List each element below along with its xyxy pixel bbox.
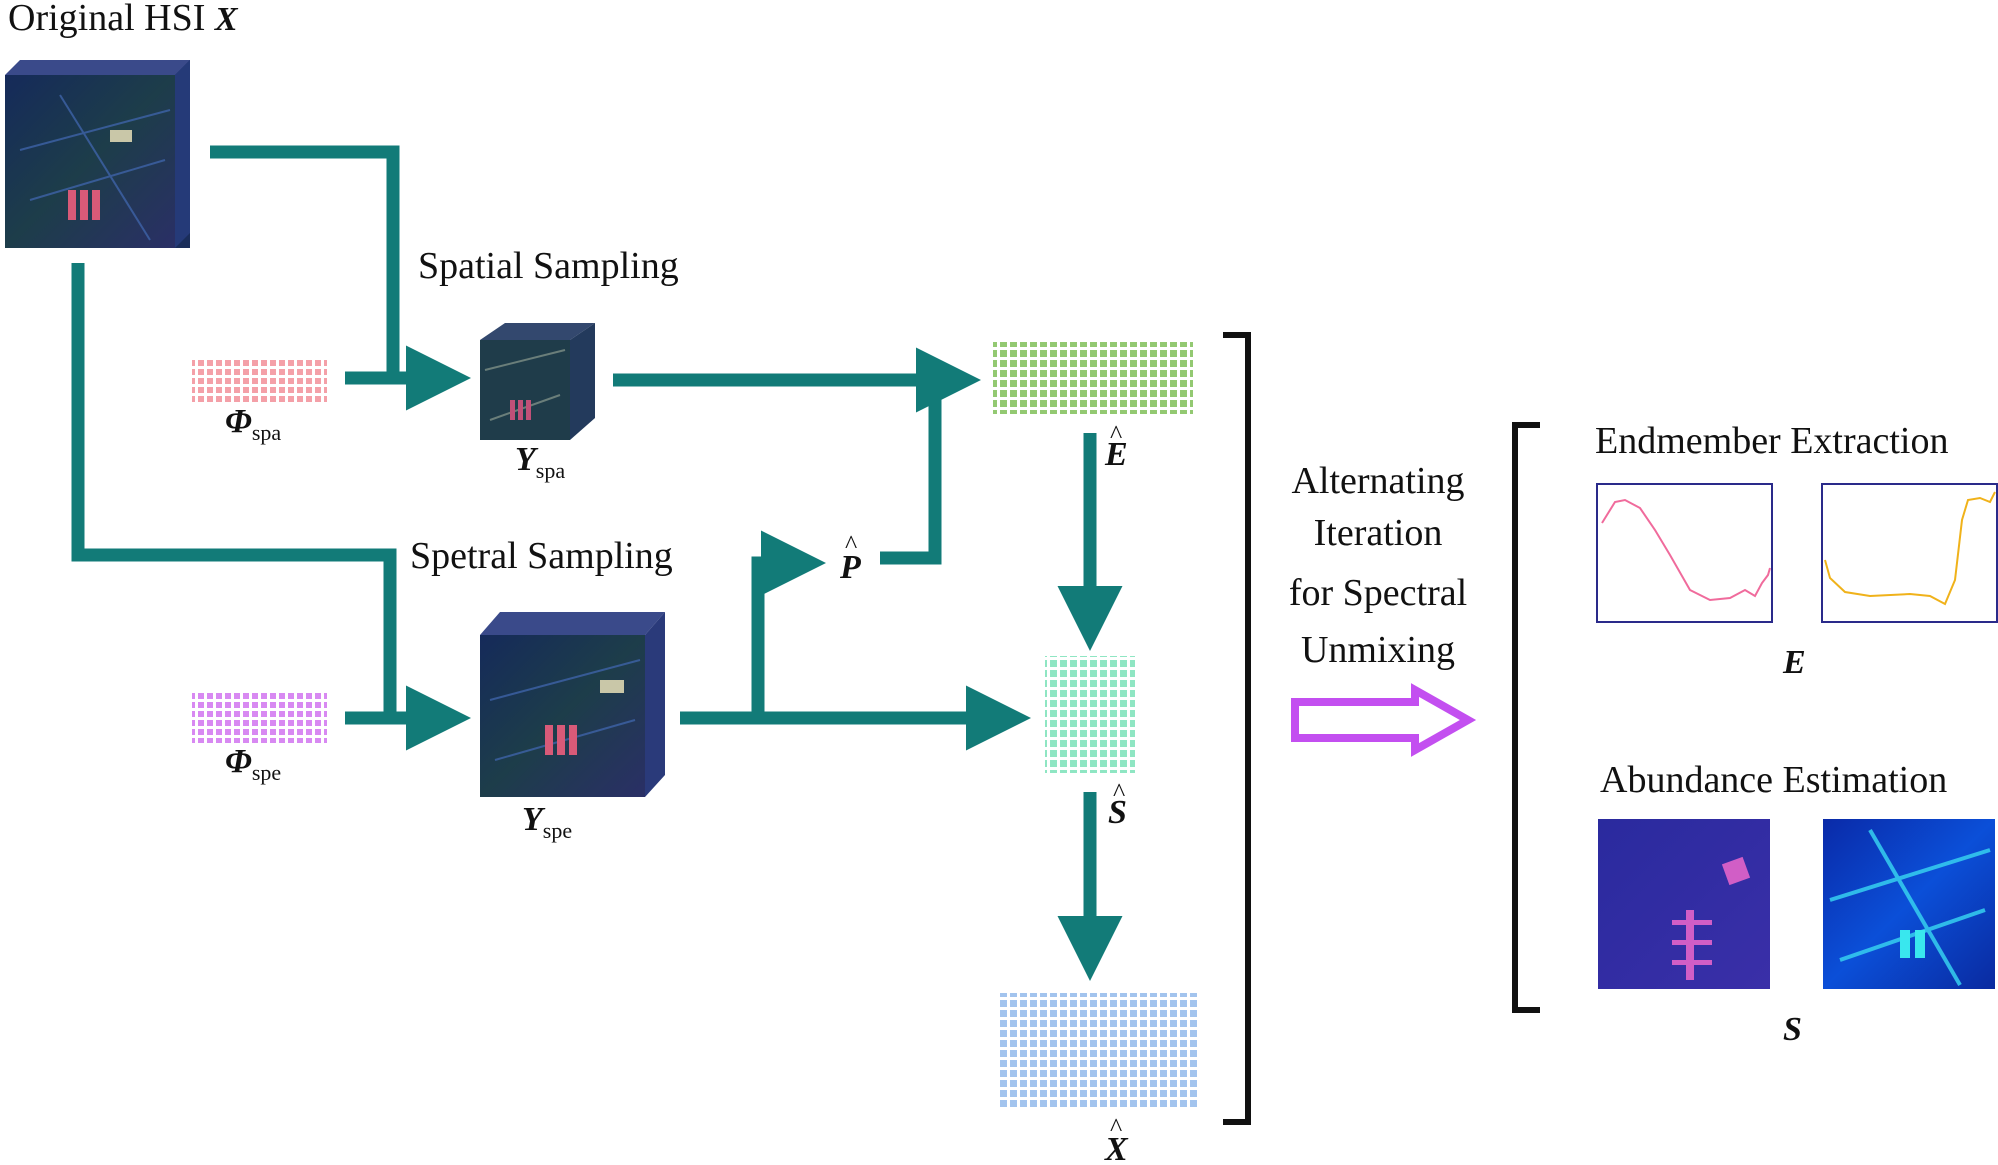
endmember-plot-yellow [1821, 483, 1998, 623]
left-bracket [1512, 422, 1540, 1013]
svg-text:for Spectral: for Spectral [1289, 572, 1467, 614]
phi-spa-matrix [192, 358, 327, 402]
p-hat-accent: ^ [845, 530, 857, 559]
abundance-map-a [1598, 819, 1770, 989]
title: Original HSI X [8, 0, 239, 39]
phi-spe-matrix [192, 690, 327, 743]
x-hat-label: X [1104, 1131, 1129, 1165]
hollow-arrow [1291, 683, 1477, 757]
y-spa-label: Yspa [515, 441, 565, 483]
e-hat-matrix [993, 342, 1193, 414]
e-hat-label: E [1104, 436, 1128, 473]
svg-text:Alternating: Alternating [1291, 460, 1464, 502]
abundance-map-b [1823, 819, 1995, 989]
phi-spa-label: Φspa [225, 403, 281, 445]
abundance-title: Abundance Estimation [1600, 759, 1947, 801]
x-hat-accent: ^ [1110, 1113, 1122, 1142]
spatial-sampling-label: Spatial Sampling [418, 245, 679, 287]
abundance-symbol: S [1783, 1011, 1802, 1048]
y-spe-cube [480, 612, 665, 797]
s-hat-matrix [1045, 656, 1135, 773]
endmember-plot-pink [1596, 483, 1773, 623]
s-hat-accent: ^ [1113, 778, 1125, 807]
original-hsi-cube [5, 60, 190, 248]
svg-text:Unmixing: Unmixing [1301, 629, 1455, 671]
e-hat-accent: ^ [1110, 420, 1122, 449]
right-bracket [1223, 332, 1251, 1125]
svg-text:Iteration: Iteration [1314, 512, 1443, 554]
endmember-symbol: E [1782, 644, 1806, 681]
x-hat-matrix [1000, 993, 1200, 1110]
spectral-sampling-label: Spetral Sampling [410, 535, 673, 577]
y-spe-label: Yspe [522, 801, 572, 843]
p-hat-label: P [839, 549, 861, 586]
s-hat-label: S [1108, 794, 1127, 831]
flow-arrows [71, 145, 1123, 981]
y-spa-cube [480, 323, 595, 440]
endmember-title: Endmember Extraction [1595, 420, 1949, 462]
phi-spe-label: Φspe [225, 743, 281, 785]
iteration-label: Alternating Iteration for Spectral Unmix… [1289, 460, 1467, 671]
